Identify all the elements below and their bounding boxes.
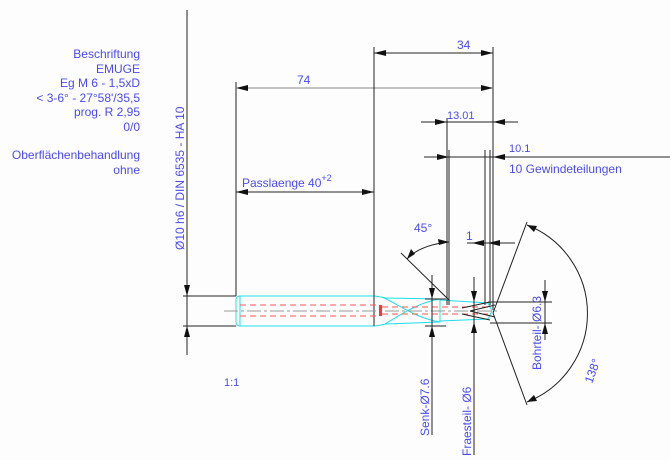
shank-diameter-dimension: Ø10 h6 / DIN 6535 - HA 10 — [173, 10, 236, 355]
senk-label: Senk-Ø7.6 — [418, 378, 432, 436]
dim-1-label: 1 — [466, 229, 473, 243]
note-line: 0/0 — [123, 119, 140, 134]
angle-45-label: 45° — [414, 221, 432, 235]
dimension-senk: Senk-Ø7.6 — [418, 275, 446, 436]
angle-45: 45° — [400, 221, 450, 301]
dimension-fraesteil: Fraesteil- Ø6 — [460, 277, 477, 456]
dim-10-1-label: 10.1 — [509, 143, 530, 155]
dim-13-01-label: 13.01 — [447, 110, 475, 122]
tool-body — [224, 295, 500, 327]
dimension-1: 1 — [466, 229, 515, 246]
fraesteil-label: Fraesteil- Ø6 — [460, 386, 474, 456]
annotation-block: Beschriftung EMUGE Eg M 6 - 1,5xD < 3-6°… — [12, 47, 140, 177]
dim-74-label: 74 — [297, 73, 311, 87]
thread-count-label: 10 Gewindeteilungen — [509, 162, 622, 176]
scale-label: 1:1 — [224, 377, 239, 389]
angle-138: 138° — [492, 221, 604, 406]
dimension-13-01: 13.01 — [421, 110, 518, 305]
shank-dim-label: Ø10 h6 / DIN 6535 - HA 10 — [173, 106, 187, 250]
angle-138-label: 138° — [582, 357, 604, 385]
surface-title: Oberflächenbehandlung — [11, 148, 140, 162]
dimension-74: 74 — [235, 47, 494, 310]
dimension-10-1: 10.1 10 Gewindeteilungen — [424, 143, 670, 305]
dimension-passlaenge: Passlaenge 40+2 — [236, 173, 374, 195]
dim-34-label: 34 — [457, 38, 471, 52]
passlaenge-label: Passlaenge 40+2 — [242, 173, 332, 190]
note-line: prog. R 2,95 — [73, 105, 140, 119]
dimension-bohrteil: Bohrteil- Ø6.3 — [488, 280, 552, 370]
bohrteil-label: Bohrteil- Ø6.3 — [530, 296, 544, 370]
note-line: < 3-6° - 27°58'/35,5 — [36, 90, 140, 105]
surface-value: ohne — [113, 162, 140, 177]
note-line: Eg M 6 - 1,5xD — [59, 76, 140, 90]
dimension-34: 34 — [373, 38, 493, 296]
note-line: Beschriftung — [73, 47, 140, 61]
note-line: EMUGE — [95, 61, 140, 76]
